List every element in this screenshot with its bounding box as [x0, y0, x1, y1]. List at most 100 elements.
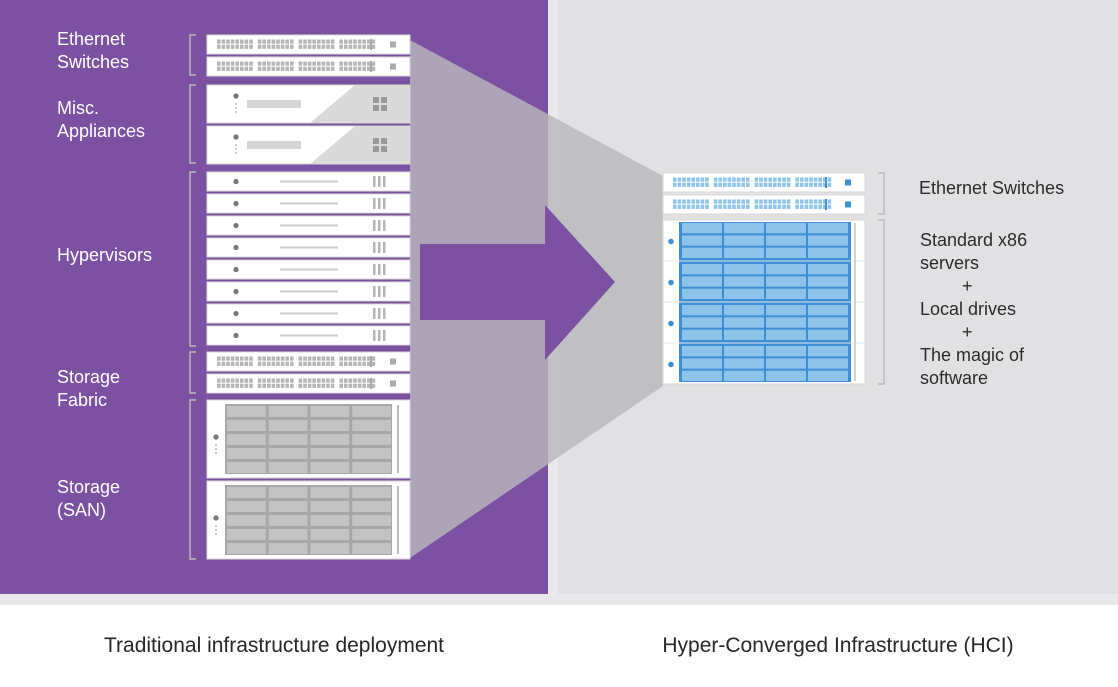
- switch-port: [298, 383, 303, 388]
- switch-status-led: [390, 380, 396, 387]
- switch-port: [813, 182, 818, 187]
- switch-port: [362, 44, 366, 49]
- hci-drive: [808, 223, 848, 234]
- switch-port: [257, 356, 262, 361]
- switch-port: [357, 61, 362, 66]
- appliance-dot: [235, 107, 237, 109]
- switch-port: [267, 61, 271, 66]
- hypervisor-server-unit: [206, 303, 411, 324]
- hci-node-led: [668, 279, 674, 286]
- storage-fabric-switch-unit: [206, 351, 411, 372]
- label-hypervisors-line1: Hypervisors: [57, 245, 153, 265]
- switch-port: [344, 361, 348, 366]
- label-storage-fabric-line1: Storage: [57, 367, 121, 387]
- switch-port: [230, 383, 235, 388]
- array-disk: [352, 543, 391, 554]
- switch-port: [700, 199, 705, 204]
- array-disk: [268, 487, 308, 498]
- switch-port: [777, 204, 782, 209]
- switch-port: [813, 199, 818, 204]
- server-drive-bay: [383, 286, 386, 297]
- switch-port: [312, 44, 316, 49]
- switch-port: [367, 356, 371, 361]
- appliance-bezel: [310, 126, 410, 164]
- switch-port: [235, 66, 239, 71]
- hci-servers-line1: Standard x86: [920, 230, 1028, 250]
- switch-port: [686, 199, 691, 204]
- hci-drive: [682, 264, 722, 275]
- switch-status-led: [390, 41, 396, 48]
- server-drive-bay: [373, 264, 376, 275]
- array-disk: [227, 462, 266, 473]
- switch-port: [773, 182, 777, 187]
- switch-port: [235, 383, 239, 388]
- switch-port: [718, 182, 722, 187]
- switch-port: [221, 361, 226, 366]
- switch-port: [235, 356, 239, 361]
- bracket-storage-fabric: [189, 351, 196, 394]
- switch-port: [249, 61, 253, 66]
- array-disk: [352, 515, 391, 526]
- switch-port: [786, 177, 791, 182]
- array-disk: [352, 448, 391, 459]
- switch-port: [321, 44, 326, 49]
- switch-port: [371, 361, 376, 366]
- server-drive-bay: [378, 286, 381, 297]
- switch-port: [226, 66, 230, 71]
- array-power-led: [213, 434, 219, 440]
- switch-port: [217, 361, 221, 366]
- switch-port: [230, 356, 235, 361]
- appliance-power-led: [233, 93, 239, 99]
- switch-port: [736, 177, 741, 182]
- switch-port: [367, 39, 371, 44]
- switch-port: [280, 383, 285, 388]
- appliance-slot: [247, 141, 301, 149]
- array-handle: [397, 486, 399, 554]
- switch-port: [290, 383, 294, 388]
- hci-drive: [682, 276, 722, 287]
- hci-drive: [724, 288, 764, 299]
- switch-port: [809, 177, 813, 182]
- switch-port: [312, 378, 316, 383]
- switch-port: [303, 39, 307, 44]
- label-storage-san: Storage (SAN): [57, 476, 120, 522]
- switch-port: [773, 199, 777, 204]
- hci-server-stack: [662, 219, 866, 385]
- array-disk: [268, 448, 308, 459]
- appliance-grid-cell: [381, 97, 387, 103]
- switch-port: [786, 204, 791, 209]
- switch-port: [705, 204, 709, 209]
- switch-port: [307, 361, 312, 366]
- switch-port: [763, 182, 768, 187]
- switch-port: [321, 39, 326, 44]
- array-handle: [397, 405, 399, 473]
- hci-drive: [808, 346, 848, 357]
- hci-servers-line4: Local drives: [920, 299, 1017, 319]
- switch-port: [267, 361, 271, 366]
- switch-port: [371, 356, 376, 361]
- switch-port: [321, 356, 326, 361]
- array-dot: [215, 533, 217, 535]
- switch-port: [691, 177, 695, 182]
- switch-port: [285, 383, 289, 388]
- switch-port: [339, 44, 343, 49]
- switch-port: [686, 177, 691, 182]
- array-disk: [227, 529, 266, 540]
- switch-port: [257, 61, 262, 66]
- switch-port: [240, 361, 244, 366]
- switch-port: [326, 356, 330, 361]
- switch-port: [271, 44, 276, 49]
- hci-drive: [724, 264, 764, 275]
- switch-port: [285, 356, 289, 361]
- switch-port: [312, 361, 316, 366]
- switch-port: [800, 204, 804, 209]
- switch-port: [226, 378, 230, 383]
- switch-port: [357, 361, 362, 366]
- switch-port: [330, 39, 335, 44]
- array-power-led: [213, 515, 219, 521]
- switch-port: [357, 44, 362, 49]
- switch-port: [818, 182, 822, 187]
- switch-port: [371, 383, 376, 388]
- switch-port: [290, 361, 294, 366]
- switch-status-led: [390, 63, 396, 70]
